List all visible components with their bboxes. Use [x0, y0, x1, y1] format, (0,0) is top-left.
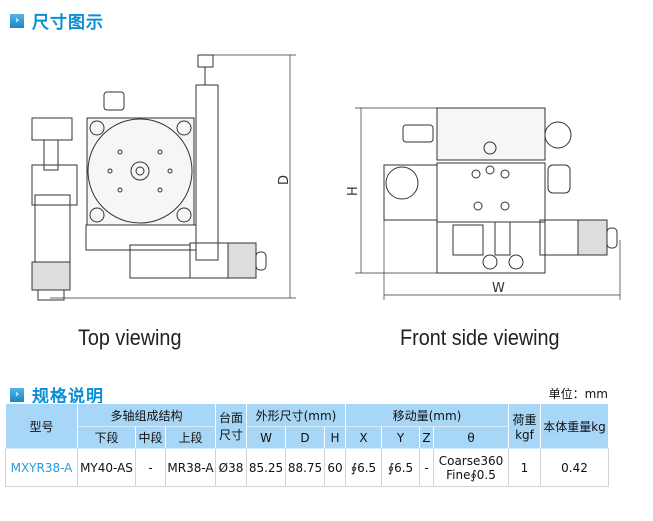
front-view-label: Front side viewing [400, 325, 560, 350]
header-upper: 上段 [165, 426, 216, 449]
header-load: 荷重kgf [508, 403, 541, 449]
dimension-d-label: D [277, 175, 292, 185]
header-y: Y [381, 426, 420, 449]
theta-coarse: Coarse360 [438, 453, 504, 468]
header-weight: 本体重量kg [540, 403, 609, 449]
header-d: D [285, 426, 325, 449]
cell-h: 60 [324, 448, 346, 487]
front-view-drawing [355, 107, 621, 300]
header-w: W [246, 426, 286, 449]
top-view-drawing [31, 54, 296, 301]
chevron-right-icon: › [10, 387, 24, 402]
header-middle: 中段 [135, 426, 166, 449]
dimension-h-label: H [346, 186, 361, 196]
cell-upper: MR38-A [165, 448, 216, 487]
header-x: X [345, 426, 382, 449]
header-lower: 下段 [77, 426, 136, 449]
cell-table-size: Ø38 [215, 448, 247, 487]
theta-fine: Fine∮0.5 [446, 467, 496, 482]
cell-lower: MY40-AS [77, 448, 136, 487]
header-h: H [324, 426, 346, 449]
header-theta: θ [433, 426, 509, 449]
table-row: MXYR38-A MY40-AS - MR38-A Ø38 85.25 88.7… [5, 448, 609, 487]
top-view-label: Top viewing [78, 325, 182, 350]
cell-x: ∮6.5 [345, 448, 382, 487]
cell-d: 88.75 [285, 448, 325, 487]
cell-z: - [419, 448, 434, 487]
header-outline: 外形尺寸(mm) [246, 403, 346, 427]
cell-y: ∮6.5 [381, 448, 420, 487]
header-table-size: 台面尺寸 [215, 403, 247, 449]
chevron-right-icon: › [10, 13, 24, 28]
cell-w: 85.25 [246, 448, 286, 487]
dimension-drawings: D H W [31, 54, 621, 301]
header-structure: 多轴组成结构 [77, 403, 216, 427]
spec-table: 型号 多轴组成结构 台面尺寸 外形尺寸(mm) 移动量(mm) 荷重kgf 本体… [5, 403, 609, 487]
dimension-w-label: W [492, 281, 505, 296]
cell-weight: 0.42 [540, 448, 609, 487]
cell-load: 1 [508, 448, 541, 487]
header-z: Z [419, 426, 434, 449]
header-travel: 移动量(mm) [345, 403, 509, 427]
unit-label: 单位：mm [548, 387, 608, 401]
model-link[interactable]: MXYR38-A [5, 448, 78, 487]
header-model: 型号 [5, 403, 78, 449]
section-title-dimensions: › 尺寸图示 [10, 8, 104, 33]
cell-middle: - [135, 448, 166, 487]
section-title-specs: › 规格说明 [10, 382, 104, 407]
